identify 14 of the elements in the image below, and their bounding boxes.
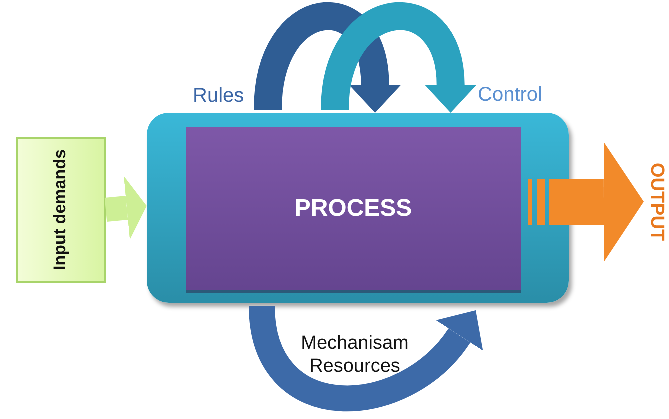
edge-label: Rules	[193, 84, 244, 108]
block-arrow	[104, 176, 147, 240]
process-box	[186, 127, 521, 290]
curved-arrow	[321, 2, 477, 113]
block-arrow	[568, 142, 644, 262]
input-box	[16, 137, 106, 283]
edge-label: Mechanisam Resources	[300, 333, 410, 379]
edge-label: Control	[478, 83, 542, 107]
output-label: OUTPUT	[646, 162, 666, 244]
curved-arrow	[249, 304, 482, 412]
node-text: Input demands	[52, 148, 70, 272]
process-container	[147, 113, 569, 303]
node-text: PROCESS	[294, 195, 414, 222]
curved-arrow	[254, 2, 402, 113]
